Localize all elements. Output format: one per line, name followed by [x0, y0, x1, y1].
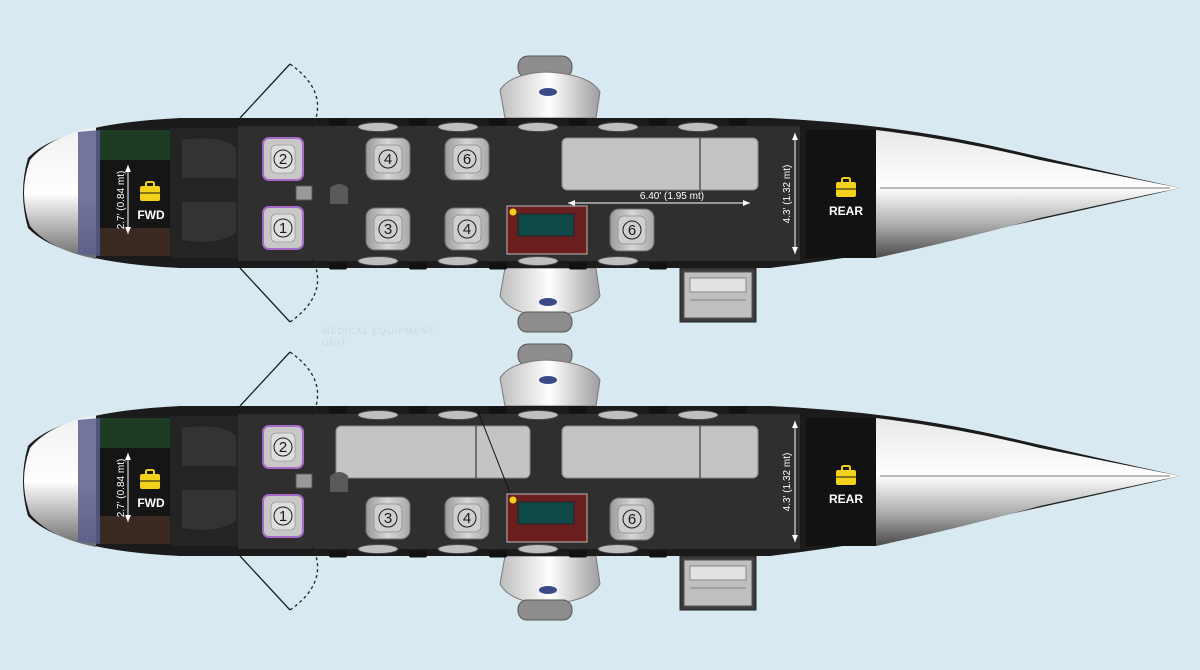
svg-text:1: 1: [279, 220, 287, 237]
fwd-dimension: 2.7' (0.84 mt): [116, 453, 131, 522]
svg-text:6.40' (1.95 mt): 6.40' (1.95 mt): [640, 191, 704, 202]
seat-6-upper: 6: [444, 137, 490, 181]
lower-nacelle: [499, 555, 601, 621]
seat-6-lower: 6: [609, 208, 655, 252]
svg-text:2: 2: [279, 151, 287, 168]
tail-cone: [876, 130, 1180, 258]
medical-equipment-unit: [506, 205, 588, 255]
svg-text:4.3' (1.32 mt): 4.3' (1.32 mt): [782, 453, 793, 512]
tail-cone: [876, 418, 1180, 546]
rear-door-stairs: [679, 555, 757, 611]
svg-text:4: 4: [384, 151, 392, 168]
propeller-arc: [239, 351, 319, 611]
fwd-label: FWD: [137, 496, 165, 510]
rear-label: REAR: [829, 492, 863, 506]
svg-text:4: 4: [463, 510, 471, 527]
seat-2: 2: [262, 137, 304, 181]
aircraft-bottom: 2 1 3 4 6 4.3' (1.32 mt): [23, 343, 1180, 621]
stretcher: [561, 137, 759, 191]
seat-4: 4: [444, 496, 490, 540]
rear-door-stairs: [679, 267, 757, 323]
medical-unit-annotation-2: UNIT: [322, 338, 347, 348]
rear-label: REAR: [829, 204, 863, 218]
svg-text:6: 6: [463, 151, 471, 168]
upper-nacelle: [499, 343, 601, 407]
seat-4-upper: 4: [365, 137, 411, 181]
length-dimension: 6.40' (1.95 mt): [568, 191, 750, 206]
stretcher-1: [335, 425, 531, 479]
svg-text:4.3' (1.32 mt): 4.3' (1.32 mt): [782, 165, 793, 224]
aircraft-top: 2 1 4 3 6 4: [23, 55, 1180, 333]
propeller-arc: [239, 63, 319, 323]
seat-3: 3: [365, 496, 411, 540]
seat-1: 1: [262, 494, 304, 538]
rear-dimension: 4.3' (1.32 mt): [782, 421, 798, 542]
svg-text:6: 6: [628, 222, 636, 239]
upper-nacelle: [499, 55, 601, 119]
lower-nacelle: [499, 267, 601, 333]
svg-text:2.7' (0.84 mt): 2.7' (0.84 mt): [116, 459, 127, 518]
medical-equipment-unit: [506, 493, 588, 543]
svg-text:2.7' (0.84 mt): 2.7' (0.84 mt): [116, 171, 127, 230]
stretcher-2: [561, 425, 759, 479]
svg-text:1: 1: [279, 508, 287, 525]
seat-3: 3: [365, 207, 411, 251]
seat-1: 1: [262, 206, 304, 250]
fwd-dimension: 2.7' (0.84 mt): [116, 165, 131, 234]
svg-text:3: 3: [384, 221, 392, 238]
medical-unit-annotation: MEDICAL EQUIPMENT: [322, 326, 435, 336]
seat-6: 6: [609, 497, 655, 541]
svg-text:2: 2: [279, 439, 287, 456]
seat-4-lower: 4: [444, 207, 490, 251]
rear-dimension: 4.3' (1.32 mt): [782, 133, 798, 254]
svg-text:3: 3: [384, 510, 392, 527]
seat-2: 2: [262, 425, 304, 469]
svg-text:4: 4: [463, 221, 471, 238]
svg-text:6: 6: [628, 511, 636, 528]
fwd-label: FWD: [137, 208, 165, 222]
